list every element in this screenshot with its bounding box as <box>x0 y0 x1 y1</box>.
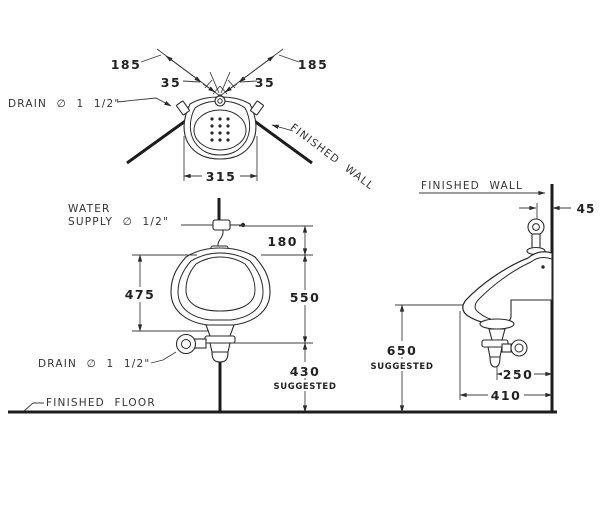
side-wall-label: FINISHED WALL <box>421 180 523 192</box>
side-dim-45: 45 <box>577 202 596 216</box>
plan-view: 315 185 185 35 35 DRAIN ∅ 1 1/2" FINISHE… <box>8 48 377 193</box>
side-45-dimension: 45 <box>519 202 596 220</box>
side-fixing-screw <box>541 265 545 269</box>
plan-width-dimension: 315 <box>183 136 258 184</box>
side-410-dimension: 410 <box>459 311 553 403</box>
front-drain-callout: DRAIN ∅ 1 1/2" <box>38 351 177 370</box>
side-dim-250: 250 <box>503 367 534 382</box>
plan-dim-35-right: 35 <box>255 75 275 90</box>
front-urinal-bowl <box>170 247 271 326</box>
side-250-dimension: 250 <box>496 366 553 382</box>
plan-left-lug <box>176 100 190 116</box>
side-dim-650: 650 <box>387 343 418 358</box>
plan-right-lug <box>250 100 264 116</box>
side-dim-410: 410 <box>491 388 522 403</box>
finished-floor: FINISHED FLOOR <box>8 397 557 414</box>
plan-finished-wall-callout: FINISHED WALL <box>271 122 377 193</box>
front-supply-label-2: SUPPLY ∅ 1/2" <box>68 216 169 228</box>
side-urinal-bowl <box>462 251 553 330</box>
front-supply-callout: WATER SUPPLY ∅ 1/2" <box>68 203 213 228</box>
front-dim-430: 430 <box>290 364 321 379</box>
side-flush-valve <box>526 218 546 256</box>
plan-urinal-bowl <box>176 95 264 160</box>
plan-dim-185-left: 185 <box>111 57 142 72</box>
front-dim-475: 475 <box>125 287 156 302</box>
side-view: FINISHED WALL 45 <box>371 180 596 413</box>
front-475-dimension: 475 <box>124 254 209 332</box>
front-supply-label-1: WATER <box>68 203 111 215</box>
front-view: 475 180 550 430 SUGGESTED WATER SUPPLY ∅… <box>8 198 557 414</box>
front-trap-assembly <box>175 324 236 412</box>
plan-dimension-lines <box>140 48 300 97</box>
plan-dim-35-left: 35 <box>161 75 181 90</box>
plan-spreader-holes <box>210 117 230 142</box>
plan-drain-label: DRAIN ∅ 1 1/2" <box>8 98 120 110</box>
plan-dim-315: 315 <box>206 169 237 184</box>
front-right-dimensions: 180 550 430 SUGGESTED <box>233 225 338 413</box>
front-dim-550: 550 <box>290 290 321 305</box>
side-trap-assembly <box>481 328 528 368</box>
plan-drain-callout: DRAIN ∅ 1 1/2" <box>8 97 172 110</box>
plan-dim-185-right: 185 <box>298 57 329 72</box>
side-finished-wall-callout: FINISHED WALL <box>419 180 546 196</box>
front-drain-label: DRAIN ∅ 1 1/2" <box>38 358 150 370</box>
front-dim-180: 180 <box>267 234 298 249</box>
side-650-dimension: 650 SUGGESTED <box>371 304 463 413</box>
plan-finished-wall-label: FINISHED WALL <box>288 122 377 193</box>
front-dim-430-note: SUGGESTED <box>274 382 337 392</box>
plan-inlet <box>214 95 226 107</box>
floor-label: FINISHED FLOOR <box>46 397 156 409</box>
side-dim-650-note: SUGGESTED <box>371 362 434 372</box>
side-cleanout-ring <box>510 339 528 357</box>
front-cleanout-ring <box>175 333 197 355</box>
